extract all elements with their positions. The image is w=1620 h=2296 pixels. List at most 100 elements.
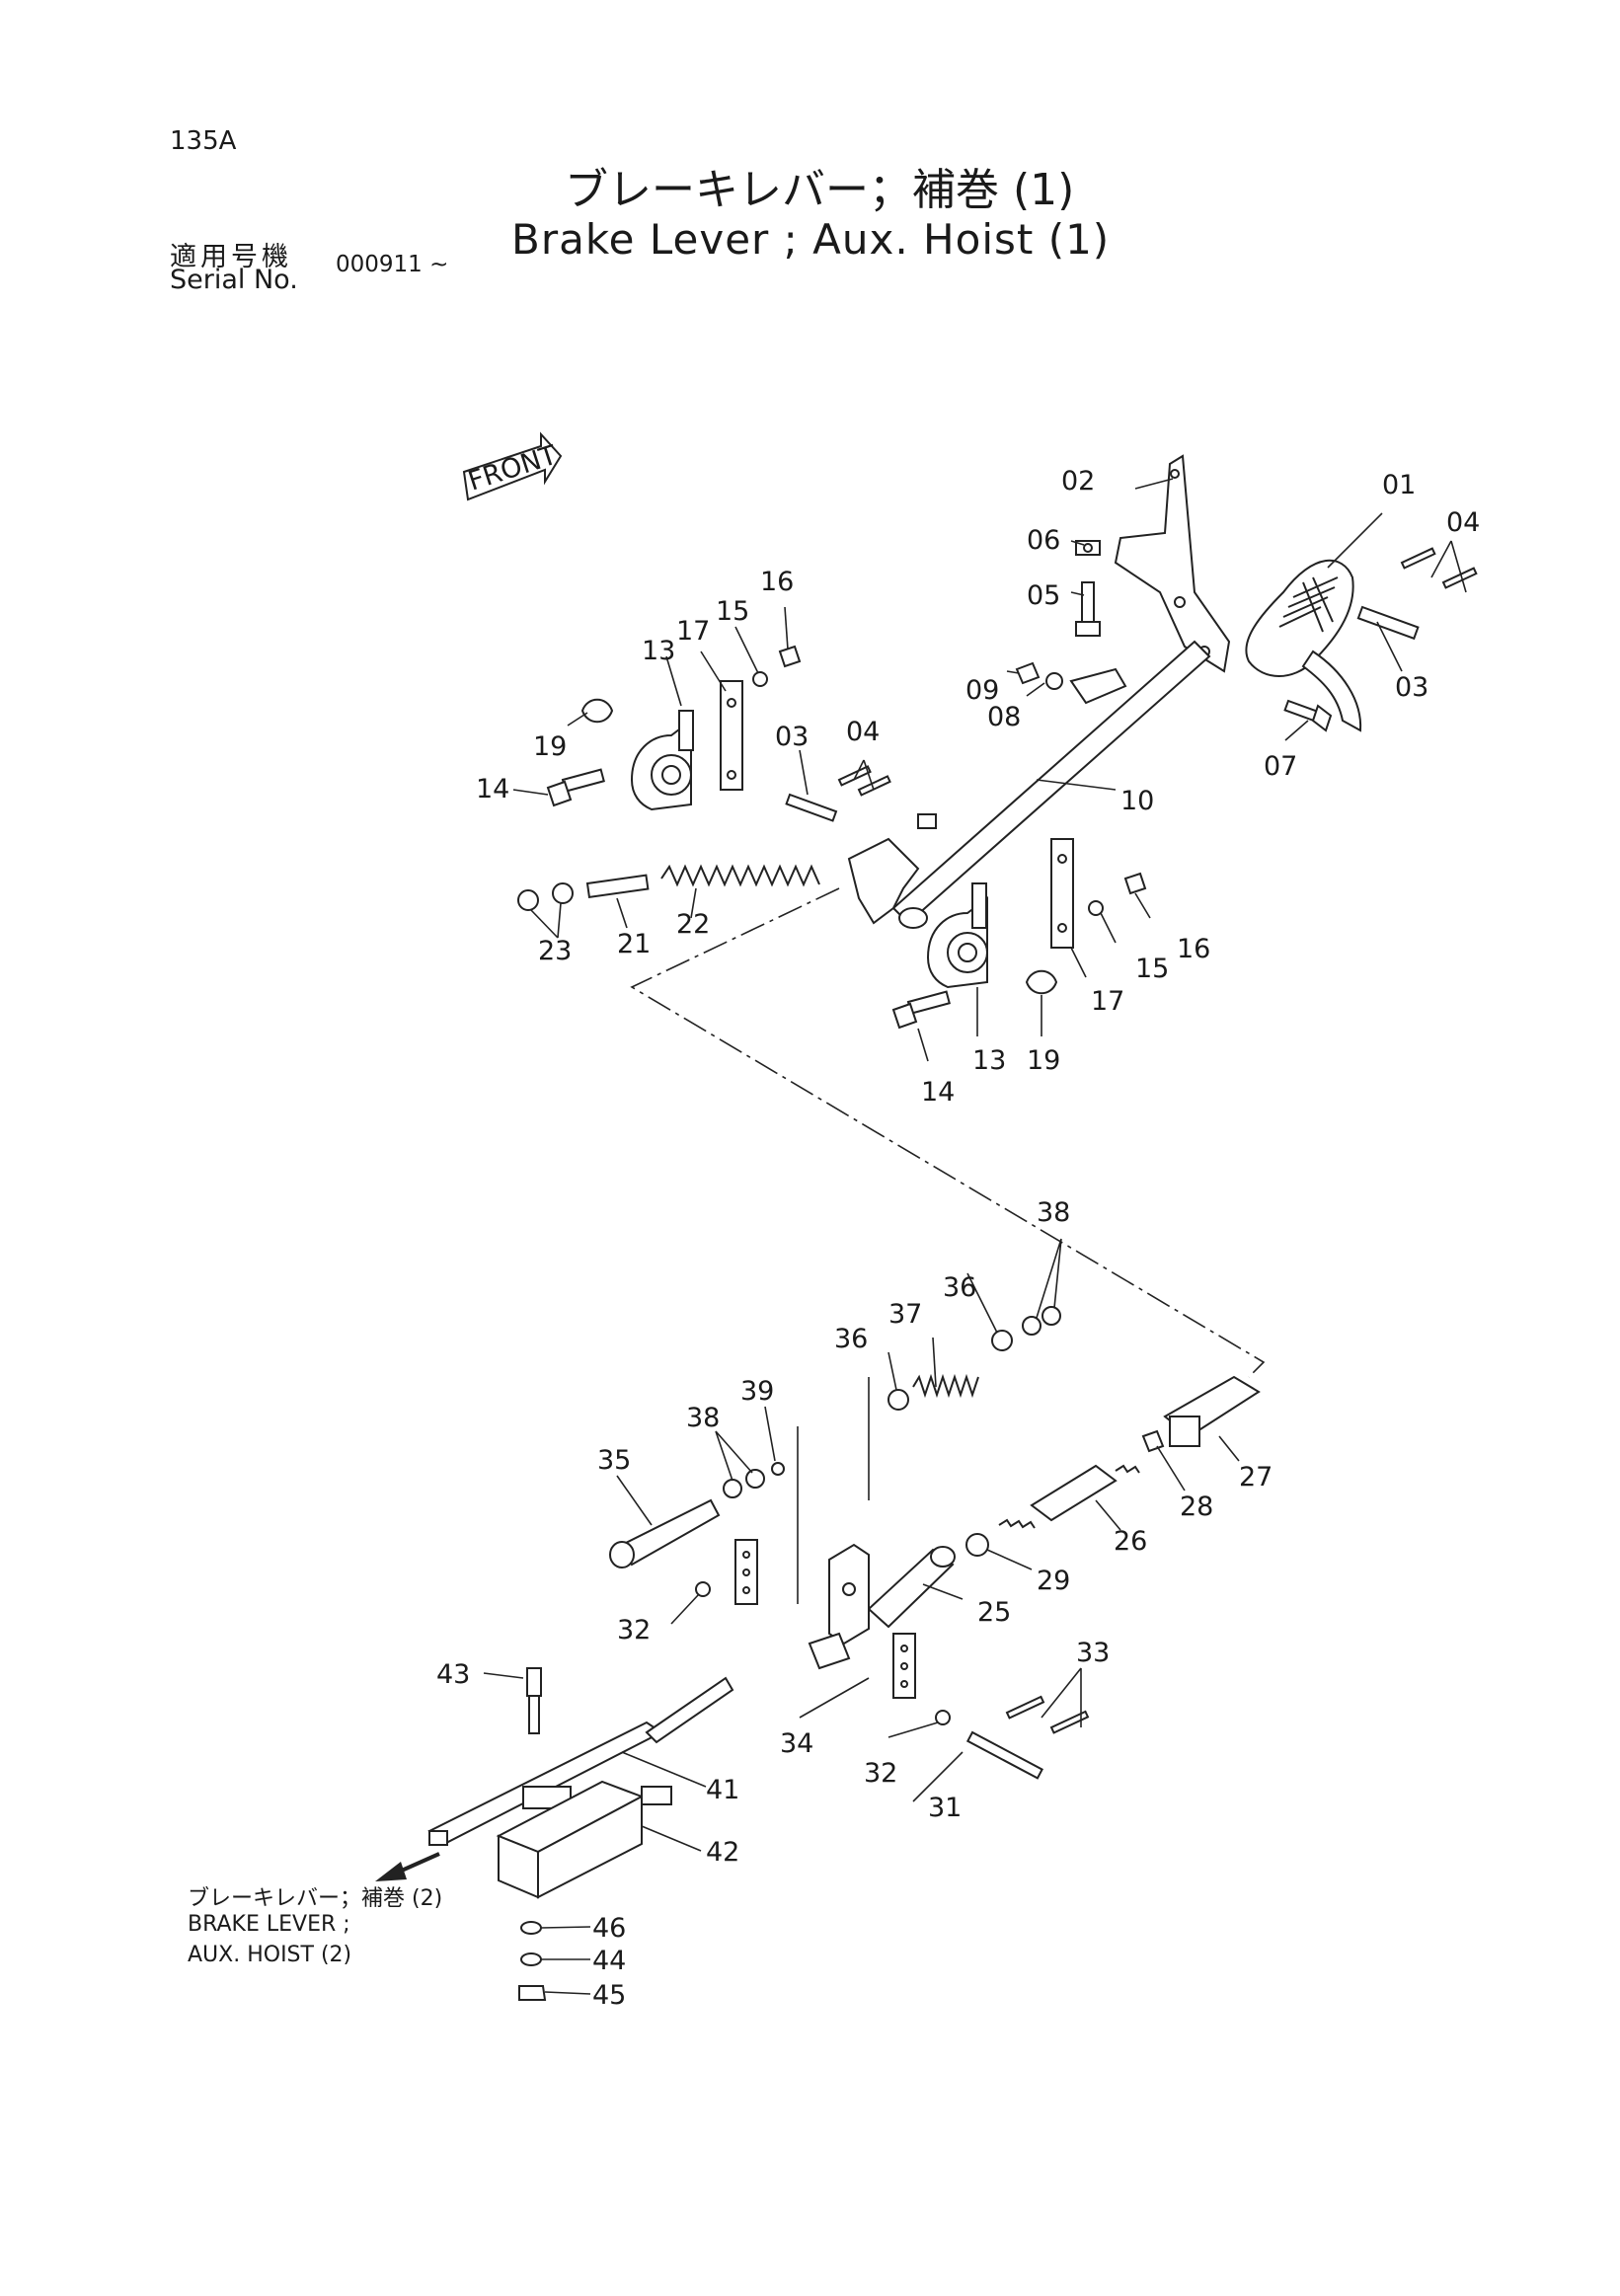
- callout-05: 05: [1027, 580, 1060, 611]
- callout-17-left: 17: [676, 616, 710, 647]
- bolt-part-14-right: [891, 990, 951, 1030]
- continuation-note-en-line1: BRAKE LEVER ;: [188, 1912, 350, 1937]
- bracket-part-24: [828, 1543, 870, 1645]
- pin-part-03-left: [785, 765, 891, 822]
- bolt-part-35: [609, 1498, 721, 1569]
- washer-part-15-right: [1088, 900, 1104, 916]
- callout-34: 34: [780, 1728, 813, 1759]
- bolt-part-14-left: [546, 768, 605, 807]
- callout-32-left: 32: [617, 1615, 651, 1645]
- callout-36-left: 36: [834, 1324, 868, 1354]
- callout-33: 33: [1076, 1638, 1110, 1668]
- nut-part-23a: [517, 889, 539, 911]
- callout-03-right: 03: [1395, 672, 1428, 703]
- collar-part-36a: [887, 1389, 909, 1411]
- serial-number-range: 000911 ~: [336, 252, 449, 277]
- nut-part-16-right: [1123, 872, 1147, 895]
- plate-part-34-right: [892, 1633, 916, 1699]
- snap-ring-part-19-right: [1025, 969, 1058, 995]
- nut-part-38a: [723, 1479, 742, 1498]
- callout-14-left: 14: [476, 774, 509, 804]
- continuation-note-ja: ブレーキレバー；補巻 (2): [188, 1886, 443, 1911]
- plate-part-34-left: [734, 1539, 758, 1605]
- callout-14-right: 14: [921, 1077, 955, 1108]
- callout-17-right: 17: [1091, 986, 1124, 1017]
- callout-08: 08: [987, 702, 1021, 732]
- bracket-part-17-left: [720, 680, 743, 791]
- serial-label-english: Serial No.: [170, 265, 298, 295]
- brake-lever-arm-part-10: [847, 640, 1211, 929]
- washer-part-08: [1045, 672, 1063, 690]
- callout-29: 29: [1037, 1566, 1070, 1596]
- snap-ring-part-19-left: [580, 698, 614, 724]
- callout-19-right: 19: [1027, 1045, 1060, 1076]
- callout-28: 28: [1180, 1492, 1213, 1522]
- callout-31: 31: [928, 1793, 962, 1823]
- page-number: 135A: [170, 126, 237, 156]
- serial-label-japanese: 適用号機: [170, 242, 292, 272]
- page-title-english: Brake Lever ; Aux. Hoist (1): [511, 215, 1111, 264]
- shaft-part-25: [867, 1546, 956, 1629]
- callout-04-left: 04: [846, 717, 880, 747]
- front-label: FRONT: [465, 440, 562, 497]
- leader-lines: [483, 478, 1467, 1995]
- nut-part-38d: [1041, 1306, 1061, 1326]
- callout-04-right: 04: [1446, 507, 1480, 538]
- nut-part-16-left: [778, 645, 802, 668]
- callout-03-left: 03: [775, 722, 809, 752]
- washer-part-46: [520, 1921, 542, 1935]
- callout-15-left: 15: [716, 596, 749, 627]
- bearing-part-13-right: [926, 882, 988, 989]
- pin-part-03-right: [1356, 547, 1478, 641]
- callout-21: 21: [617, 929, 651, 959]
- washer-part-15-left: [752, 671, 768, 687]
- bearing-part-13-left: [630, 710, 694, 811]
- callout-16-left: 16: [760, 567, 794, 597]
- callout-37: 37: [888, 1299, 922, 1330]
- callout-46: 46: [592, 1913, 626, 1944]
- washer-part-32-left: [695, 1581, 711, 1597]
- callout-06: 06: [1027, 525, 1060, 556]
- callout-19-left: 19: [533, 731, 567, 762]
- lever-rod-part-41: [427, 1676, 734, 1846]
- callout-36-top: 36: [943, 1272, 976, 1303]
- front-direction-marker: FRONT: [462, 431, 563, 501]
- pedal-bracket-part-02: [1114, 454, 1231, 673]
- callout-02: 02: [1061, 466, 1095, 497]
- nut-part-29: [965, 1533, 989, 1557]
- spring-part-22: [660, 864, 820, 887]
- nut-part-23b: [552, 882, 574, 904]
- callout-16-right: 16: [1177, 934, 1210, 964]
- continuation-arrow-icon: [375, 1852, 440, 1881]
- turnbuckle-part-26: [998, 1464, 1140, 1529]
- page-title-japanese: ブレーキレバー；補巻 (1): [565, 165, 1075, 215]
- nut-part-38b: [745, 1469, 765, 1489]
- block-part-42: [496, 1780, 672, 1899]
- callout-09: 09: [965, 675, 999, 706]
- lock-washer-part-44: [520, 1952, 542, 1966]
- callout-13-right: 13: [972, 1045, 1006, 1076]
- collar-part-36b: [991, 1330, 1013, 1351]
- callout-42: 42: [706, 1837, 739, 1868]
- callout-44: 44: [592, 1946, 626, 1976]
- bolt-part-05: [1075, 540, 1101, 637]
- callout-15-right: 15: [1135, 954, 1169, 984]
- nut-part-45: [518, 1985, 547, 2001]
- bolt-part-07: [1283, 699, 1333, 732]
- block-part-34-center: [808, 1632, 851, 1670]
- callout-38-left: 38: [686, 1403, 720, 1433]
- callout-25: 25: [977, 1597, 1011, 1628]
- washer-part-39: [771, 1462, 785, 1476]
- assembly-line-upper-to-lower: [630, 887, 1266, 1378]
- bolt-part-43: [526, 1667, 542, 1734]
- pedal-part-01: [1245, 559, 1362, 732]
- callout-27: 27: [1239, 1462, 1273, 1492]
- callout-13-left: 13: [642, 636, 675, 666]
- callout-10: 10: [1120, 786, 1154, 816]
- callout-26: 26: [1114, 1526, 1147, 1557]
- nut-part-09: [1015, 661, 1041, 685]
- callout-38-top: 38: [1037, 1197, 1070, 1228]
- washer-part-32-right: [935, 1710, 951, 1725]
